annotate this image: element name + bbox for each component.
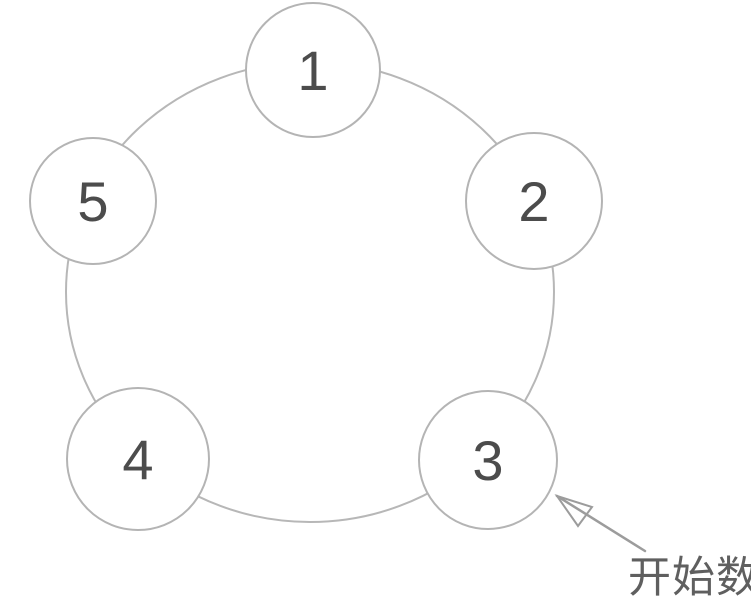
node-2: 2 — [465, 132, 603, 270]
annotation-start-counting: 开始数 — [628, 554, 751, 602]
node-1: 1 — [245, 2, 381, 138]
node-1-label: 1 — [297, 39, 328, 102]
node-5: 5 — [29, 137, 157, 265]
node-5-label: 5 — [77, 170, 108, 233]
node-3-circle — [418, 390, 558, 530]
node-3-label: 3 — [472, 429, 503, 492]
node-2-label: 2 — [518, 170, 549, 233]
node-4: 4 — [66, 387, 210, 531]
node-1-circle — [245, 2, 381, 138]
node-3: 3 — [418, 390, 558, 530]
node-5-circle — [29, 137, 157, 265]
node-4-circle — [66, 387, 210, 531]
start-pointer-arrow-icon — [554, 494, 647, 553]
node-2-circle — [465, 132, 603, 270]
node-4-label: 4 — [122, 428, 153, 491]
arrow-shaft — [555, 494, 647, 553]
arrow-head — [554, 494, 594, 528]
